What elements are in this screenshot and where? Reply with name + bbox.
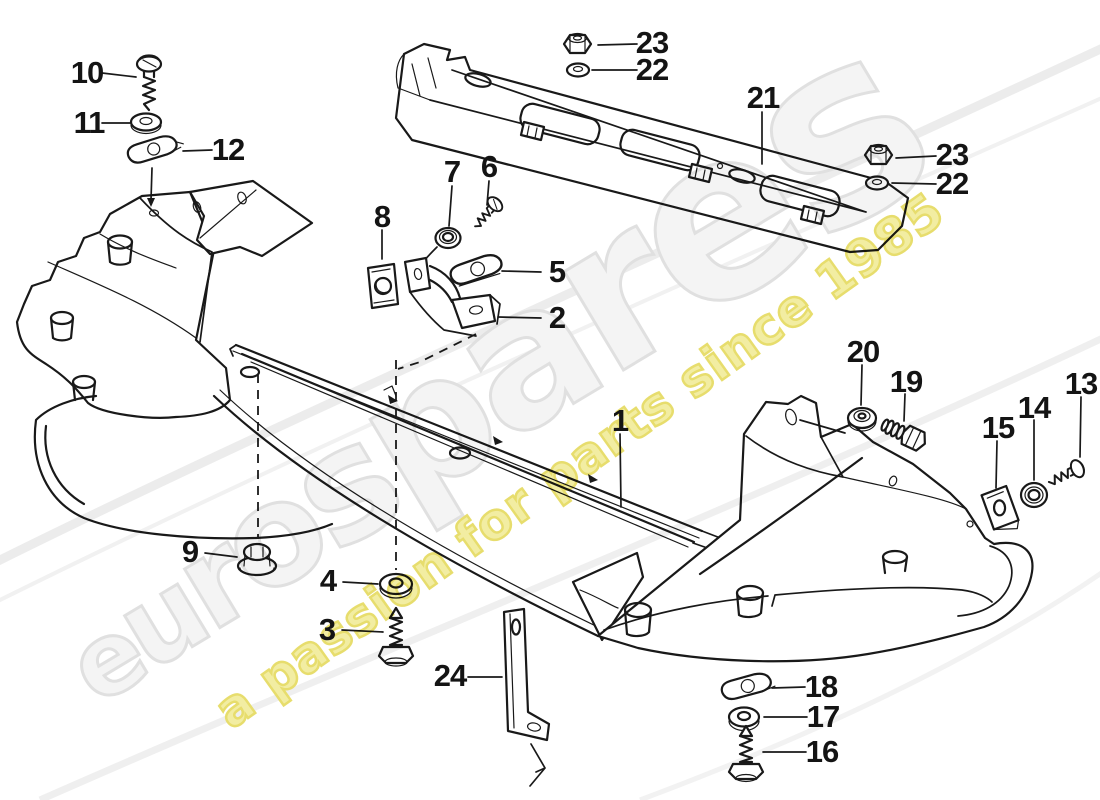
callout-12[interactable]: 12 bbox=[211, 132, 245, 167]
callout-11[interactable]: 11 bbox=[73, 105, 106, 140]
callout-5[interactable]: 5 bbox=[548, 254, 566, 289]
callout-20[interactable]: 20 bbox=[846, 334, 880, 369]
callout-19[interactable]: 19 bbox=[889, 364, 923, 399]
callout-7[interactable]: 7 bbox=[443, 154, 461, 189]
callout-21[interactable]: 21 bbox=[746, 80, 780, 115]
callout-4[interactable]: 4 bbox=[319, 563, 337, 598]
callout-17[interactable]: 17 bbox=[806, 699, 840, 734]
callout-3[interactable]: 3 bbox=[318, 612, 336, 647]
callout-22-right[interactable]: 22 bbox=[935, 166, 969, 201]
callout-14[interactable]: 14 bbox=[1017, 390, 1051, 425]
callout-22-top[interactable]: 22 bbox=[635, 52, 669, 87]
callout-2[interactable]: 2 bbox=[548, 300, 566, 335]
callout-9[interactable]: 9 bbox=[181, 534, 199, 569]
callout-8[interactable]: 8 bbox=[373, 199, 391, 234]
callout-15[interactable]: 15 bbox=[981, 410, 1015, 445]
callout-24[interactable]: 24 bbox=[433, 658, 467, 693]
callout-6[interactable]: 6 bbox=[480, 149, 498, 184]
callout-13[interactable]: 13 bbox=[1064, 366, 1098, 401]
callout-10[interactable]: 10 bbox=[70, 55, 104, 90]
callout-16[interactable]: 16 bbox=[805, 734, 839, 769]
callout-1[interactable]: 1 bbox=[611, 403, 629, 438]
